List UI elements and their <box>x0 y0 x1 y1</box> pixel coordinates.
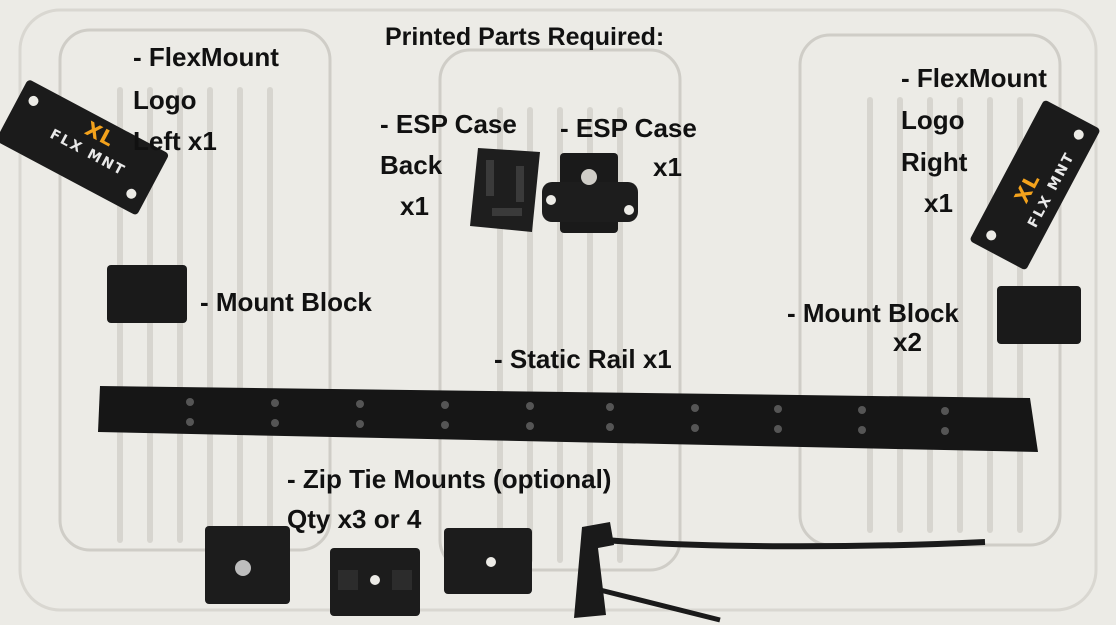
label-esp-back-line3: x1 <box>400 191 429 221</box>
page-title: Printed Parts Required: <box>385 23 665 51</box>
zip-tie-mount-4-part <box>574 522 986 623</box>
flexmount-logo-right-part <box>970 100 1100 270</box>
label-mount-block-left: - Mount Block <box>200 287 372 317</box>
label-logo-right-line1: - FlexMount <box>901 63 1047 93</box>
label-logo-left-line3: Left x1 <box>133 126 217 156</box>
label-logo-left-line2: Logo <box>133 85 197 115</box>
zip-tie-mount-3-part <box>444 528 532 594</box>
esp-case-part <box>542 153 638 233</box>
label-esp-case-line1: - ESP Case <box>560 113 697 143</box>
label-zip-tie-line2: Qty x3 or 4 <box>287 504 422 534</box>
label-esp-back-line1: - ESP Case <box>380 109 517 139</box>
label-logo-right-line2: Logo <box>901 105 965 135</box>
mount-block-left-part <box>107 265 187 323</box>
label-static-rail: - Static Rail x1 <box>494 344 672 374</box>
label-mount-block-right-line2: x2 <box>893 327 922 357</box>
zip-tie-mount-2-part <box>330 548 420 616</box>
label-mount-block-right-line1: - Mount Block <box>787 298 959 328</box>
label-logo-right-line4: x1 <box>924 188 953 218</box>
static-rail-part <box>98 386 1038 452</box>
label-logo-right-line3: Right <box>901 147 968 177</box>
mount-block-right-part <box>997 286 1081 344</box>
esp-case-back-part <box>470 148 540 232</box>
label-esp-back-line2: Back <box>380 150 443 180</box>
label-zip-tie-line1: - Zip Tie Mounts (optional) <box>287 464 612 494</box>
zip-tie-mount-1-part <box>205 526 290 604</box>
label-esp-case-line2: x1 <box>653 152 682 182</box>
label-logo-left-line1: - FlexMount <box>133 42 279 72</box>
flexmount-logo-left-part <box>0 80 169 215</box>
